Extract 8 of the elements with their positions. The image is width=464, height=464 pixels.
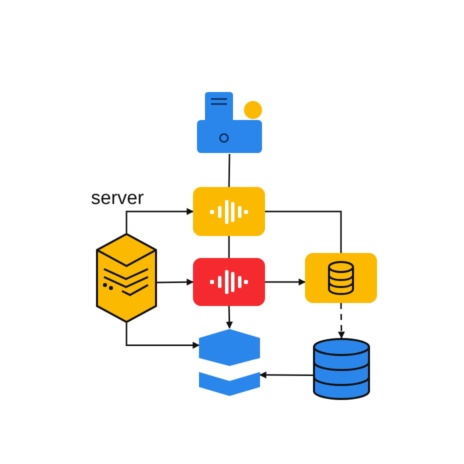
node-caption: server — [91, 189, 144, 208]
arrow — [156, 278, 194, 286]
arrow — [126, 208, 194, 233]
arrow — [338, 302, 345, 339]
arrow — [265, 278, 306, 286]
arrow — [259, 371, 313, 378]
arrow — [126, 323, 200, 349]
arrow — [226, 306, 233, 329]
